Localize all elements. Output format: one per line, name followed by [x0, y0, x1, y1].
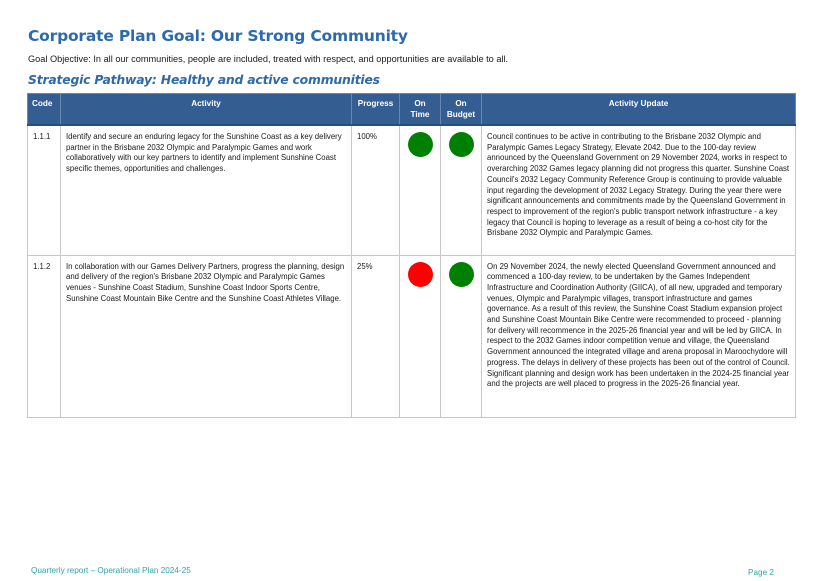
row-code: 1.1.1: [27, 124, 61, 256]
row-progress: 25%: [351, 254, 400, 418]
row-code: 1.1.2: [27, 254, 61, 418]
header-activity-update: Activity Update: [481, 93, 796, 126]
strategic-pathway-title: Strategic Pathway: Healthy and active co…: [28, 72, 380, 87]
goal-title: Corporate Plan Goal: Our Strong Communit…: [28, 27, 408, 45]
row-progress: 100%: [351, 124, 400, 256]
status-green-icon: [448, 132, 474, 157]
row-activity: In collaboration with our Games Delivery…: [60, 254, 352, 418]
header-progress: Progress: [351, 93, 400, 126]
on-time-cell: [399, 124, 441, 256]
table-header-row: Code Activity Progress On Time On Budget…: [27, 93, 796, 126]
footer-report-name: Quarterly report – Operational Plan 2024…: [31, 566, 191, 575]
status-green-icon: [448, 261, 474, 287]
header-activity: Activity: [60, 93, 352, 126]
status-red-icon: [407, 261, 433, 287]
row-activity: Identify and secure an enduring legacy f…: [60, 124, 352, 256]
on-time-cell: [399, 254, 441, 418]
header-on-time: On Time: [399, 93, 441, 126]
activity-table: Code Activity Progress On Time On Budget…: [27, 93, 796, 418]
on-budget-cell: [440, 124, 482, 256]
header-on-budget: On Budget: [440, 93, 482, 126]
row-activity-update: On 29 November 2024, the newly elected Q…: [481, 254, 796, 418]
header-code: Code: [27, 93, 61, 126]
status-green-icon: [407, 132, 433, 157]
row-activity-update: Council continues to be active in contri…: [481, 124, 796, 256]
table-row: 1.1.2 In collaboration with our Games De…: [27, 254, 796, 418]
on-budget-cell: [440, 254, 482, 418]
table-row: 1.1.1 Identify and secure an enduring le…: [27, 124, 796, 256]
page-number: Page 2: [748, 568, 774, 577]
goal-objective: Goal Objective: In all our communities, …: [28, 54, 509, 64]
